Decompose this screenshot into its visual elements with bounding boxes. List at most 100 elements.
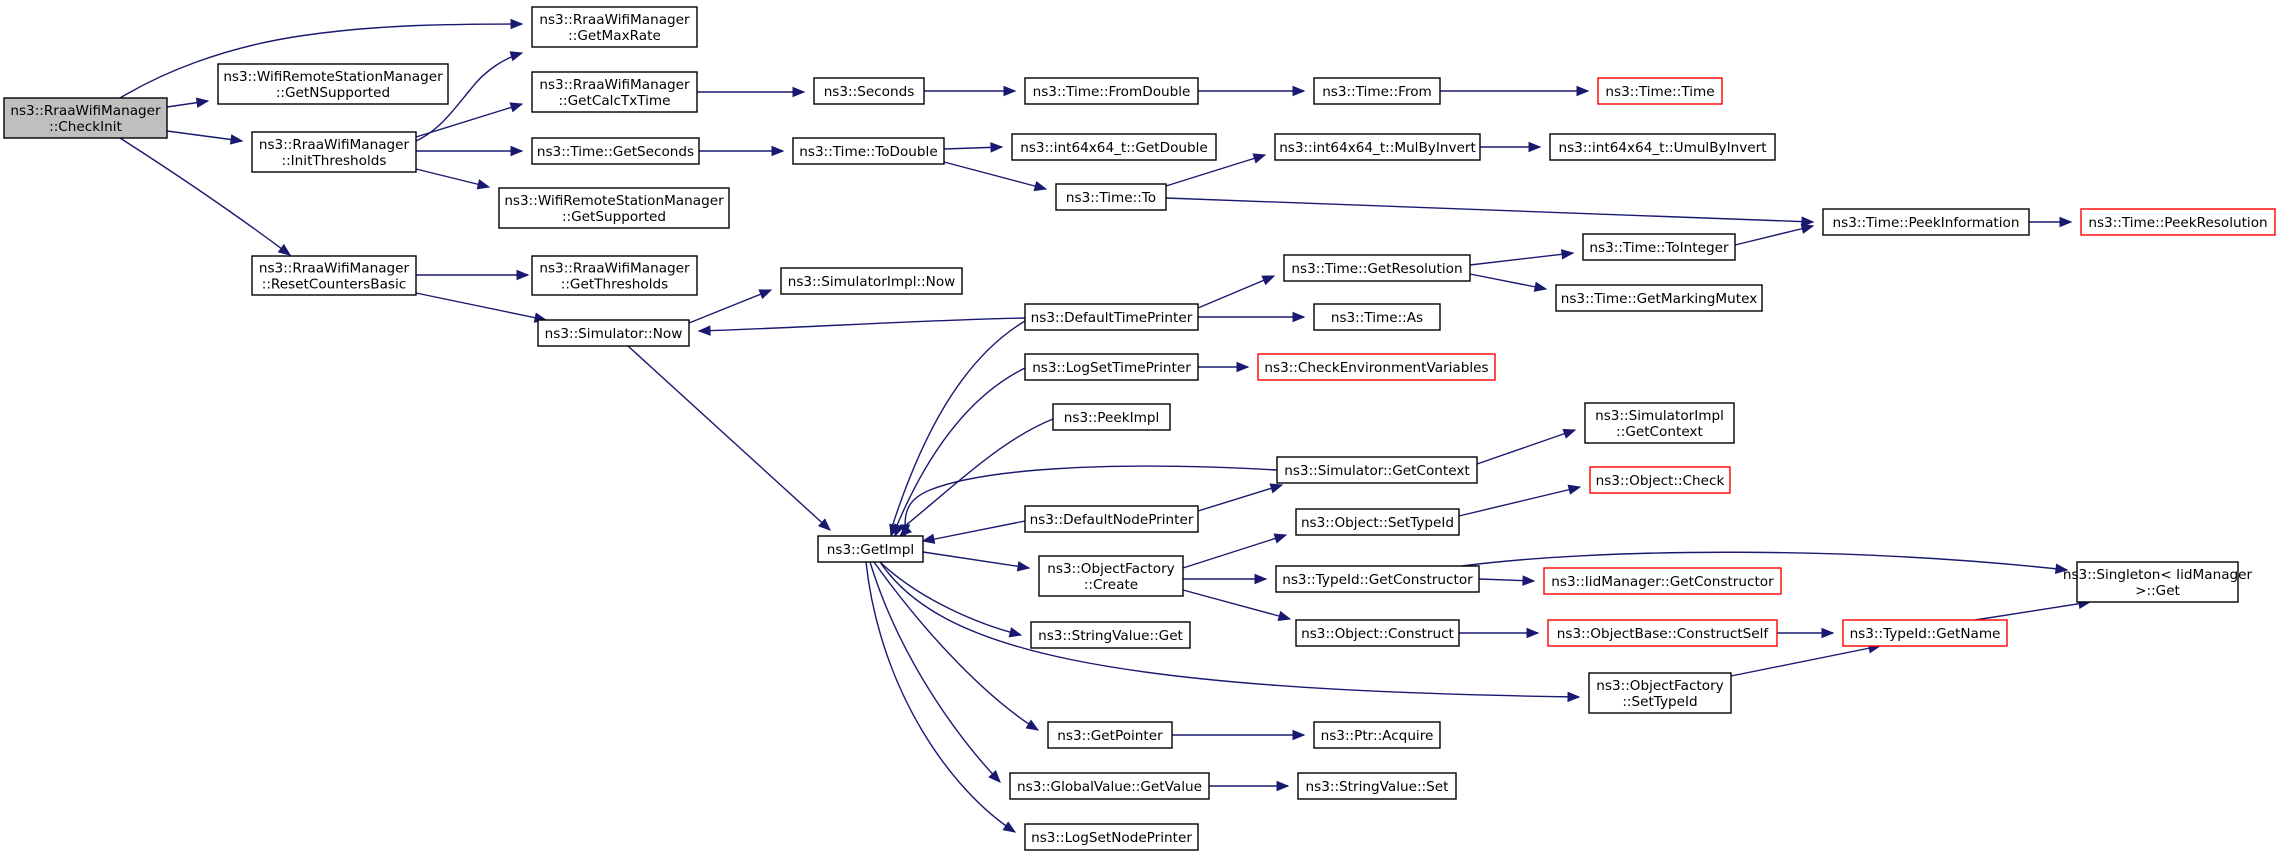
node-constructself[interactable]: ns3::ObjectBase::ConstructSelf bbox=[1547, 619, 1778, 647]
call-edge bbox=[166, 97, 210, 108]
arrowhead-icon bbox=[1276, 780, 1290, 792]
node-gvgetvalue[interactable]: ns3::GlobalValue::GetValue bbox=[1009, 772, 1210, 800]
node-umulbyinvert[interactable]: ns3::int64x64_t::UmulByInvert bbox=[1549, 133, 1776, 161]
node-label: ::GetNSupported bbox=[276, 85, 390, 101]
call-edge bbox=[697, 317, 1026, 336]
node-typeidgetconstructor[interactable]: ns3::TypeId::GetConstructor bbox=[1275, 565, 1480, 593]
node-timeto[interactable]: ns3::Time::To bbox=[1055, 183, 1167, 211]
call-edge bbox=[1734, 223, 1815, 246]
node-simnow[interactable]: ns3::Simulator::Now bbox=[537, 319, 690, 347]
node-objectcheck[interactable]: ns3::Object::Check bbox=[1589, 466, 1731, 494]
node-getnsupported[interactable]: ns3::WifiRemoteStationManager::GetNSuppo… bbox=[217, 63, 449, 105]
arrowhead-icon bbox=[1528, 141, 1542, 153]
node-label: ::GetContext bbox=[1616, 424, 1703, 440]
node-label: ns3::Time::To bbox=[1066, 190, 1156, 206]
node-getimpl[interactable]: ns3::GetImpl bbox=[817, 535, 924, 563]
node-box bbox=[1597, 77, 1723, 105]
edge-line bbox=[1734, 225, 1814, 246]
call-edge bbox=[1730, 643, 1882, 677]
node-seconds[interactable]: ns3::Seconds bbox=[813, 77, 925, 105]
edge-line bbox=[904, 465, 1278, 531]
node-logsetnodeprinter[interactable]: ns3::LogSetNodePrinter bbox=[1024, 823, 1199, 851]
node-getsupported[interactable]: ns3::WifiRemoteStationManager::GetSuppor… bbox=[498, 187, 730, 229]
node-simimplnow[interactable]: ns3::SimulatorImpl::Now bbox=[780, 267, 963, 295]
node-stringvalueset[interactable]: ns3::StringValue::Set bbox=[1297, 772, 1457, 800]
node-tointeger[interactable]: ns3::Time::ToInteger bbox=[1582, 233, 1736, 261]
node-label: ns3::Time::GetSeconds bbox=[537, 144, 694, 160]
edge-line bbox=[415, 52, 523, 142]
arrowhead-icon bbox=[697, 325, 711, 336]
node-iidgetconstructor[interactable]: ns3::IidManager::GetConstructor bbox=[1543, 567, 1782, 595]
edge-line bbox=[1974, 601, 2091, 621]
node-fromdouble[interactable]: ns3::Time::FromDouble bbox=[1024, 77, 1199, 105]
node-getthresholds[interactable]: ns3::RraaWifiManager::GetThresholds bbox=[531, 255, 698, 296]
arrowhead-icon bbox=[1292, 729, 1306, 741]
node-checkinit[interactable]: ns3::RraaWifiManager::CheckInit bbox=[3, 97, 168, 139]
node-getdouble[interactable]: ns3::int64x64_t::GetDouble bbox=[1011, 133, 1217, 161]
node-label: ns3::Object::Check bbox=[1596, 473, 1725, 489]
node-getresolution[interactable]: ns3::Time::GetResolution bbox=[1283, 254, 1471, 282]
arrowhead-icon bbox=[921, 533, 936, 544]
node-getcalctxtime[interactable]: ns3::RraaWifiManager::GetCalcTxTime bbox=[531, 71, 698, 113]
call-edge bbox=[879, 561, 1023, 638]
call-edges bbox=[119, 18, 2092, 833]
arrowhead-icon bbox=[1277, 610, 1292, 622]
node-defaulttimeprinter[interactable]: ns3::DefaultTimePrinter bbox=[1024, 303, 1199, 331]
node-label: ns3::RraaWifiManager bbox=[259, 137, 410, 153]
node-timefrom[interactable]: ns3::Time::From bbox=[1313, 77, 1441, 105]
node-ptracquire[interactable]: ns3::Ptr::Acquire bbox=[1313, 721, 1441, 749]
node-box bbox=[217, 63, 449, 105]
node-getmaxrate[interactable]: ns3::RraaWifiManager::GetMaxRate bbox=[531, 6, 698, 48]
node-getpointer[interactable]: ns3::GetPointer bbox=[1047, 721, 1173, 749]
node-singletonget[interactable]: ns3::Singleton< IidManager >::Get bbox=[2063, 561, 2253, 603]
node-objectconstruct[interactable]: ns3::Object::Construct bbox=[1295, 619, 1460, 647]
node-label: ns3::DefaultNodePrinter bbox=[1030, 512, 1194, 528]
node-box bbox=[3, 97, 168, 139]
node-label: ns3::Simulator::Now bbox=[545, 326, 683, 342]
call-edge bbox=[1198, 361, 1250, 373]
node-getseconds[interactable]: ns3::Time::GetSeconds bbox=[531, 137, 700, 165]
node-ofsettypeid[interactable]: ns3::ObjectFactory::SetTypeId bbox=[1588, 672, 1732, 714]
node-resetcounters[interactable]: ns3::RraaWifiManager::ResetCountersBasic bbox=[251, 255, 417, 296]
node-box bbox=[1024, 77, 1199, 105]
node-box bbox=[531, 6, 698, 48]
call-edge bbox=[415, 292, 548, 323]
node-box bbox=[1024, 505, 1199, 533]
node-peekinformation[interactable]: ns3::Time::PeekInformation bbox=[1822, 208, 2030, 236]
node-ofcreate[interactable]: ns3::ObjectFactory::Create bbox=[1038, 555, 1184, 597]
arrowhead-icon bbox=[509, 102, 524, 113]
node-simgetcontext[interactable]: ns3::Simulator::GetContext bbox=[1276, 456, 1478, 484]
node-label: ns3::Time::Time bbox=[1605, 84, 1714, 100]
edge-line bbox=[873, 561, 1039, 731]
call-edge bbox=[1777, 627, 1835, 639]
node-getmarkingmutex[interactable]: ns3::Time::GetMarkingMutex bbox=[1555, 284, 1763, 312]
node-timeas[interactable]: ns3::Time::As bbox=[1313, 303, 1441, 331]
node-checkenv[interactable]: ns3::CheckEnvironmentVariables bbox=[1257, 353, 1496, 381]
node-defaultnodeprinter[interactable]: ns3::DefaultNodePrinter bbox=[1024, 505, 1199, 533]
node-settypeid[interactable]: ns3::Object::SetTypeId bbox=[1295, 508, 1460, 536]
node-mulbyinvert[interactable]: ns3::int64x64_t::MulByInvert bbox=[1274, 133, 1481, 161]
arrowhead-icon bbox=[2059, 216, 2073, 228]
node-box bbox=[1555, 284, 1763, 312]
arrowhead-icon bbox=[1292, 85, 1306, 97]
node-initthresholds[interactable]: ns3::RraaWifiManager::InitThresholds bbox=[251, 131, 417, 173]
node-simimplgetcontext[interactable]: ns3::SimulatorImpl::GetContext bbox=[1584, 402, 1735, 444]
arrowhead-icon bbox=[1522, 575, 1536, 586]
edge-line bbox=[865, 561, 1016, 833]
node-logsettimeprinter[interactable]: ns3::LogSetTimePrinter bbox=[1024, 353, 1199, 381]
node-stringvalueget[interactable]: ns3::StringValue::Get bbox=[1030, 621, 1191, 649]
call-edge bbox=[1165, 197, 1815, 227]
call-edge bbox=[1478, 575, 1536, 586]
node-typeidgetname[interactable]: ns3::TypeId::GetName bbox=[1842, 619, 2008, 647]
node-label: ns3::RraaWifiManager bbox=[539, 12, 690, 28]
arrowhead-icon bbox=[988, 770, 1001, 783]
node-peekimpl[interactable]: ns3::PeekImpl bbox=[1052, 403, 1171, 431]
node-timetime[interactable]: ns3::Time::Time bbox=[1597, 77, 1723, 105]
node-box bbox=[1257, 353, 1496, 381]
node-todouble[interactable]: ns3::Time::ToDouble bbox=[792, 137, 945, 165]
node-box bbox=[2080, 208, 2276, 236]
node-box bbox=[1547, 619, 1778, 647]
call-edge bbox=[166, 130, 244, 145]
node-peekresolution[interactable]: ns3::Time::PeekResolution bbox=[2080, 208, 2276, 236]
